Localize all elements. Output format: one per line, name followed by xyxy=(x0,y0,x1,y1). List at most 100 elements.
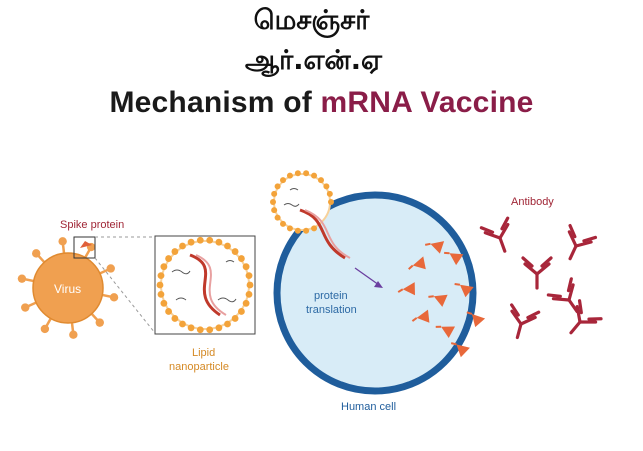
lipid-dot xyxy=(323,183,330,190)
lipid-dot xyxy=(171,315,179,322)
spike-protein-icon xyxy=(408,256,426,270)
lipid-dot xyxy=(215,324,223,332)
lipid-dot xyxy=(280,220,287,227)
lipid-dot xyxy=(157,272,165,280)
antibody-icon xyxy=(521,256,553,290)
lipid-dot xyxy=(274,214,281,221)
lipid-dot xyxy=(160,263,168,271)
translation-arrow-icon xyxy=(374,281,383,288)
virus-spike-head xyxy=(95,318,104,327)
title-prefix: Mechanism of xyxy=(109,86,312,119)
human-cell-illustration: protein translation Human cell xyxy=(270,170,486,413)
spike-protein-icon xyxy=(411,309,430,323)
released-mrna-icon xyxy=(299,208,346,260)
lipid-dot xyxy=(224,320,231,328)
lipid-dot xyxy=(311,172,318,179)
lipid-nanoparticle-panel: Lipid nanoparticle xyxy=(154,235,256,373)
lipid-dot xyxy=(224,242,231,250)
lipid-dot xyxy=(156,281,164,289)
virus-spike-head xyxy=(21,303,30,312)
spike-highlight-box xyxy=(73,236,96,259)
page-title: Mechanism of mRNA Vaccine xyxy=(0,86,643,120)
virus-spike-head xyxy=(106,264,115,273)
lipid-dot xyxy=(303,170,310,177)
spike-protein-icon xyxy=(428,294,448,307)
spike-protein-icon xyxy=(466,311,486,328)
lipid-dot xyxy=(171,248,179,255)
lipid-dot xyxy=(187,324,195,332)
lipid-dot xyxy=(231,315,239,322)
spike-protein-icon xyxy=(450,342,470,358)
virus-spike-head xyxy=(40,324,50,334)
lipid-dot xyxy=(242,263,250,271)
lipid-dot xyxy=(238,255,245,262)
lipid-dot xyxy=(294,227,301,234)
spike-protein-icon xyxy=(454,283,474,298)
antibody-icon xyxy=(567,223,598,261)
mrna-strand-icon xyxy=(189,253,221,317)
lipid-dot xyxy=(165,308,172,315)
protein-label: protein xyxy=(314,290,348,302)
spike-protein-icon xyxy=(444,251,464,266)
lipid-dot xyxy=(286,225,293,232)
spike-protein-icon xyxy=(397,282,415,296)
lipid-dot xyxy=(245,272,253,280)
antibody-icon xyxy=(479,216,510,253)
spike-protein-icon xyxy=(424,241,445,254)
lipid-dot xyxy=(206,236,214,244)
lipid-dot xyxy=(328,199,334,205)
lipid-dot xyxy=(294,170,301,177)
virus-illustration: Virus Spike protein xyxy=(17,219,156,339)
lipid-dot xyxy=(246,281,254,289)
lipid-dot xyxy=(187,238,195,246)
virus-spike-head xyxy=(32,249,41,258)
virus-spike-head xyxy=(17,274,27,283)
spike-protein-icon xyxy=(80,241,92,248)
lipid-shell xyxy=(156,236,254,334)
lipid-dot xyxy=(196,326,204,334)
lipid-dot xyxy=(326,190,333,197)
lipid-dot xyxy=(303,227,310,234)
spike-proteins-produced xyxy=(397,241,486,358)
human-cell-label: Human cell xyxy=(341,401,396,413)
lipid-dot xyxy=(215,238,223,246)
lipid-dot xyxy=(206,326,214,334)
virus-body xyxy=(33,253,103,323)
lipid-dot xyxy=(311,225,318,232)
lipid-dot xyxy=(242,299,250,307)
lipid-dot xyxy=(179,242,186,250)
lipid-dot xyxy=(179,320,186,328)
lipid-dot xyxy=(196,236,204,244)
title-tamil-line-1: மெசஞ்சர் xyxy=(253,5,370,36)
antibody-label: Antibody xyxy=(511,196,554,208)
lipid-dot xyxy=(317,177,324,184)
virus-label: Virus xyxy=(54,282,81,296)
lipid-dot xyxy=(245,290,253,298)
fusing-nanoparticle xyxy=(270,170,334,234)
lipid-dot xyxy=(274,183,281,190)
lipid-dot xyxy=(286,172,293,179)
virus-spike-head xyxy=(109,293,119,302)
antibody-icon xyxy=(569,299,603,335)
lipid-label: Lipid xyxy=(192,347,215,359)
title-accent: mRNA Vaccine xyxy=(320,86,534,119)
spike-protein-label: Spike protein xyxy=(60,219,124,231)
title-tamil-line-2: ஆர்.என்.ஏ xyxy=(244,45,383,76)
lipid-dot xyxy=(231,248,239,255)
antibodies-illustration: Antibody xyxy=(479,196,603,340)
nanoparticle-label: nanoparticle xyxy=(169,361,229,373)
virus-spike-head xyxy=(58,237,67,246)
translation-label: translation xyxy=(306,304,357,316)
lipid-dot xyxy=(238,308,245,315)
antibody-icon xyxy=(546,277,579,314)
lipid-dot xyxy=(271,207,278,214)
lipid-dot xyxy=(160,299,168,307)
human-cell-membrane xyxy=(273,191,477,395)
virus-spike-head xyxy=(69,330,78,339)
spike-protein-icon xyxy=(435,325,456,339)
antibody-icon xyxy=(510,303,541,340)
lipid-dot xyxy=(280,177,287,184)
lipid-dot xyxy=(270,199,276,205)
lipid-dot xyxy=(165,255,172,262)
